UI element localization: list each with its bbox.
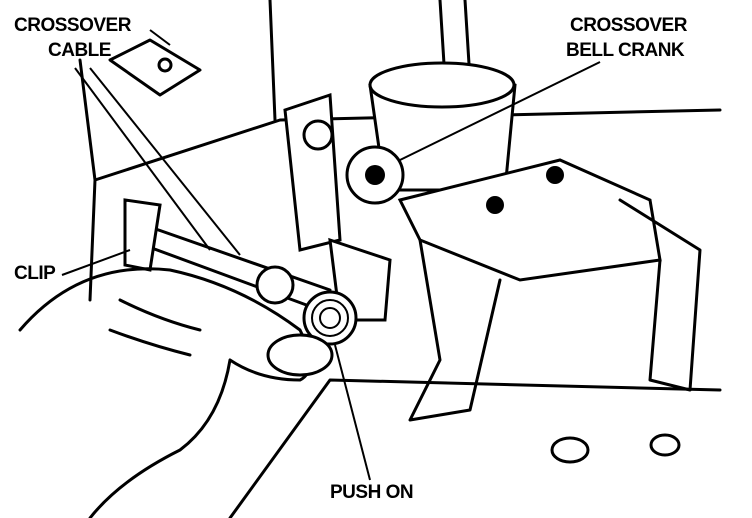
leader-cable-2 (89, 67, 241, 256)
crossover-bracket (108, 38, 202, 97)
finger-lines (108, 298, 202, 357)
leader-crossover-top (149, 29, 171, 46)
foreground-floor (228, 378, 722, 518)
label-push-on: PUSH ON (330, 482, 414, 503)
cable-clip (123, 198, 162, 272)
label-crossover-cable-line1: CROSSOVER (14, 15, 131, 36)
thumb (266, 333, 334, 377)
leader-cable-1 (74, 67, 211, 251)
label-bell-crank-line2: BELL CRANK (566, 40, 685, 61)
front-support-leg (408, 238, 502, 422)
label-bell-crank-line1: CROSSOVER (570, 15, 687, 36)
cable-upper-line (128, 218, 332, 292)
leader-bell-crank (399, 61, 601, 161)
leader-clip (61, 249, 131, 276)
leader-push-on (334, 344, 371, 481)
label-crossover-cable-line2: CABLE (48, 40, 111, 61)
hand-outline (18, 267, 312, 518)
label-clip: CLIP (14, 263, 56, 284)
floor-edge (93, 108, 722, 182)
rear-panel-edge (268, 0, 277, 122)
bell-crank-plate (283, 92, 342, 252)
